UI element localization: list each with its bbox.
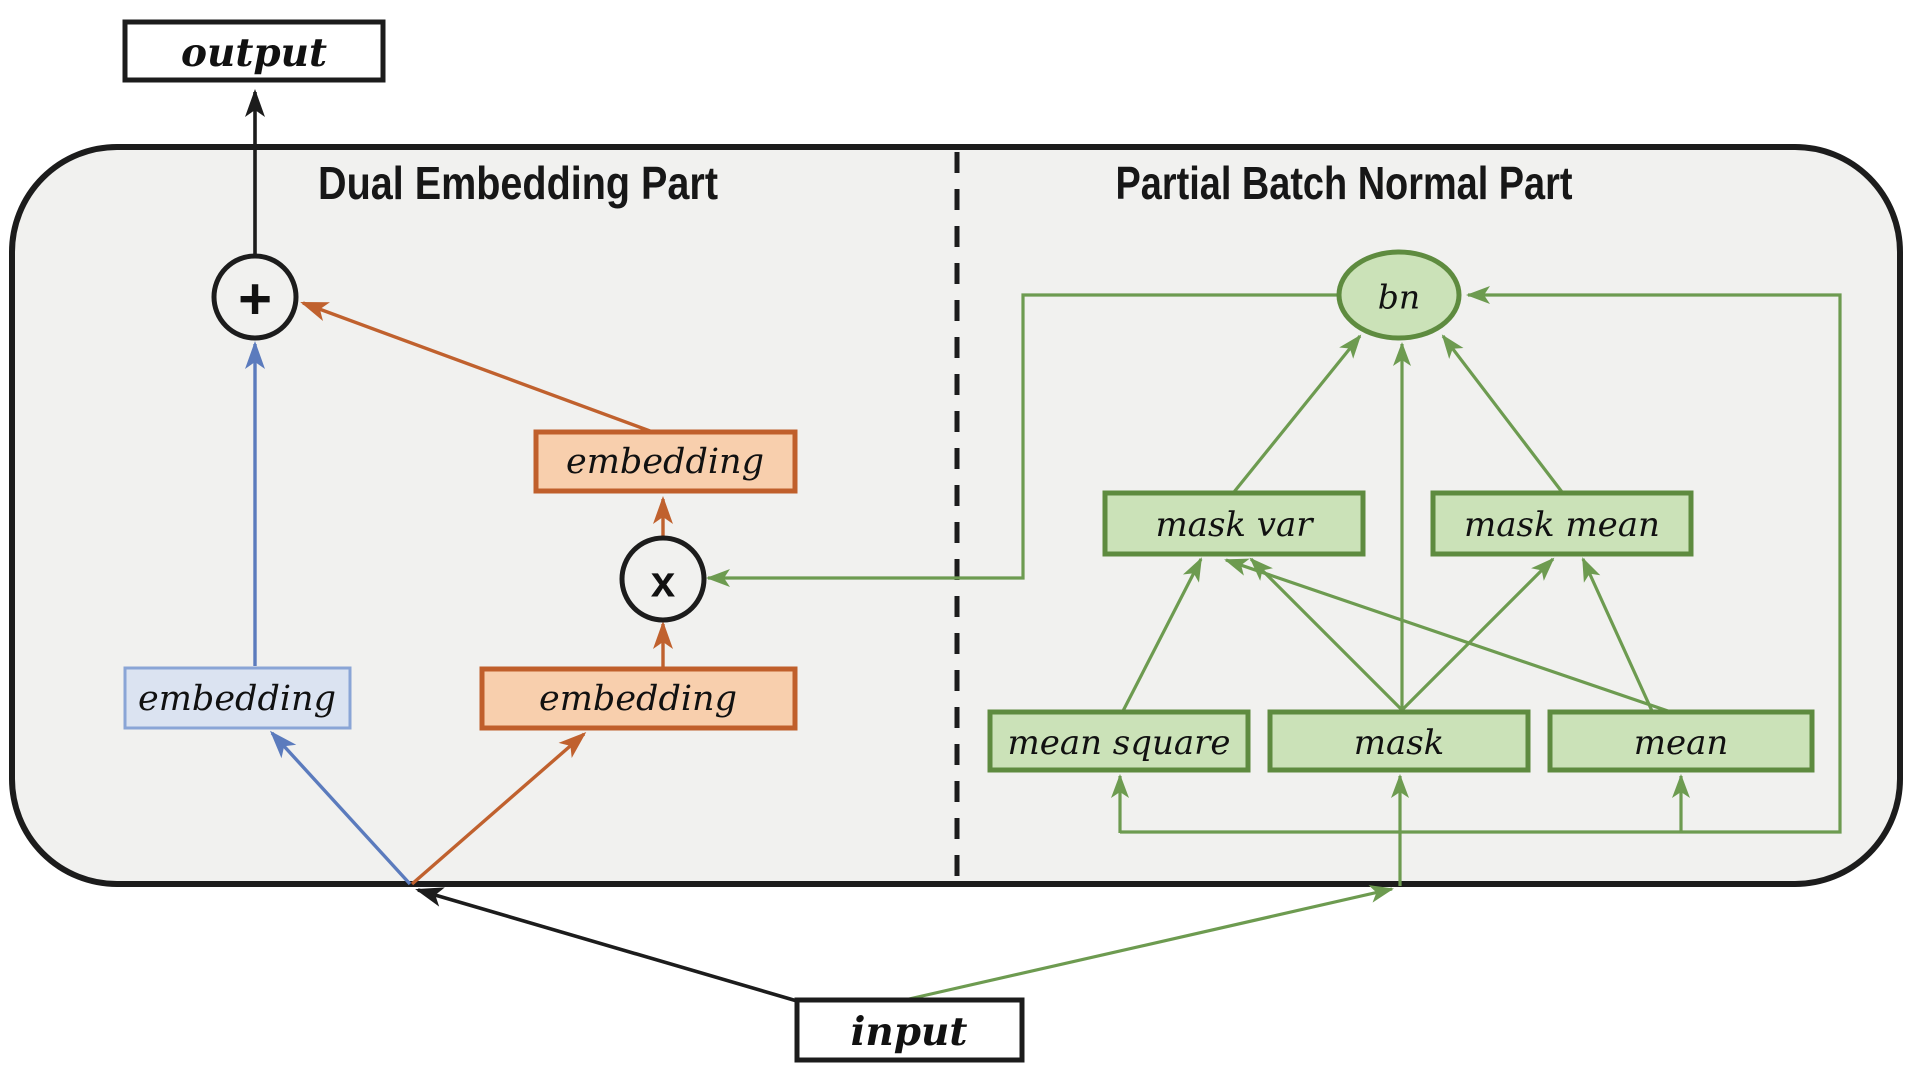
- orange-embedding-top-node: [533, 429, 798, 494]
- bn-node: [1336, 249, 1462, 341]
- mean-square-label: mean square: [1007, 723, 1230, 763]
- orange-embedding-bottom-node: [479, 666, 798, 731]
- orange-embedding-top-label: embedding: [566, 442, 764, 482]
- add-operator-label: +: [238, 267, 272, 332]
- arrow-mean-to-mask-mean: [1581, 557, 1654, 712]
- output-node: [122, 19, 386, 83]
- blue-embedding-node: [123, 666, 352, 730]
- bn-label: bn: [1378, 278, 1420, 317]
- arrow-input-to-mask-trunk: [908, 885, 1394, 1001]
- arrow-junction-to-orange-embedding: [410, 732, 587, 886]
- mean-label: mean: [1634, 723, 1729, 763]
- arrow-junction-to-blue-embedding: [269, 730, 412, 886]
- mask-mean-node: [1430, 490, 1694, 557]
- arrow-mask-var-to-bn: [1232, 334, 1362, 494]
- output-label: output: [181, 30, 327, 76]
- arrow-mask-mean-to-bn: [1441, 334, 1564, 493]
- arrow-mask-to-mask-var: [1249, 557, 1404, 712]
- input-node: [794, 997, 1025, 1063]
- mean-node: [1547, 709, 1815, 773]
- mask-mean-label: mask mean: [1464, 505, 1660, 545]
- multiply-operator-label: x: [651, 558, 676, 607]
- arrow-mean-to-mask-var: [1224, 558, 1669, 713]
- multiply-operator-node: [619, 535, 707, 623]
- partial-batch-normal-part-title: Partial Batch Normal Part: [1116, 157, 1573, 209]
- blue-embedding-label: embedding: [138, 679, 336, 719]
- add-operator-node: [211, 253, 299, 341]
- arrow-distribution-loop-to-bn: [1120, 286, 1842, 834]
- arrow-input-to-junction: [415, 887, 798, 1003]
- orange-embedding-bottom-label: embedding: [539, 679, 737, 719]
- dual-embedding-part-title: Dual Embedding Part: [318, 157, 718, 209]
- arrow-mask-to-mask-mean: [1400, 557, 1555, 712]
- mean-square-node: [987, 709, 1251, 773]
- mask-node: [1267, 709, 1531, 773]
- mask-var-node: [1102, 490, 1366, 557]
- arrow-top-embedding-to-add: [300, 301, 651, 433]
- mask-label: mask: [1354, 723, 1445, 763]
- arrow-bn-to-multiply: [706, 293, 1338, 587]
- arrow-mean-square-to-mask-var: [1121, 557, 1203, 712]
- mask-var-label: mask var: [1155, 505, 1314, 545]
- input-label: input: [851, 1009, 968, 1055]
